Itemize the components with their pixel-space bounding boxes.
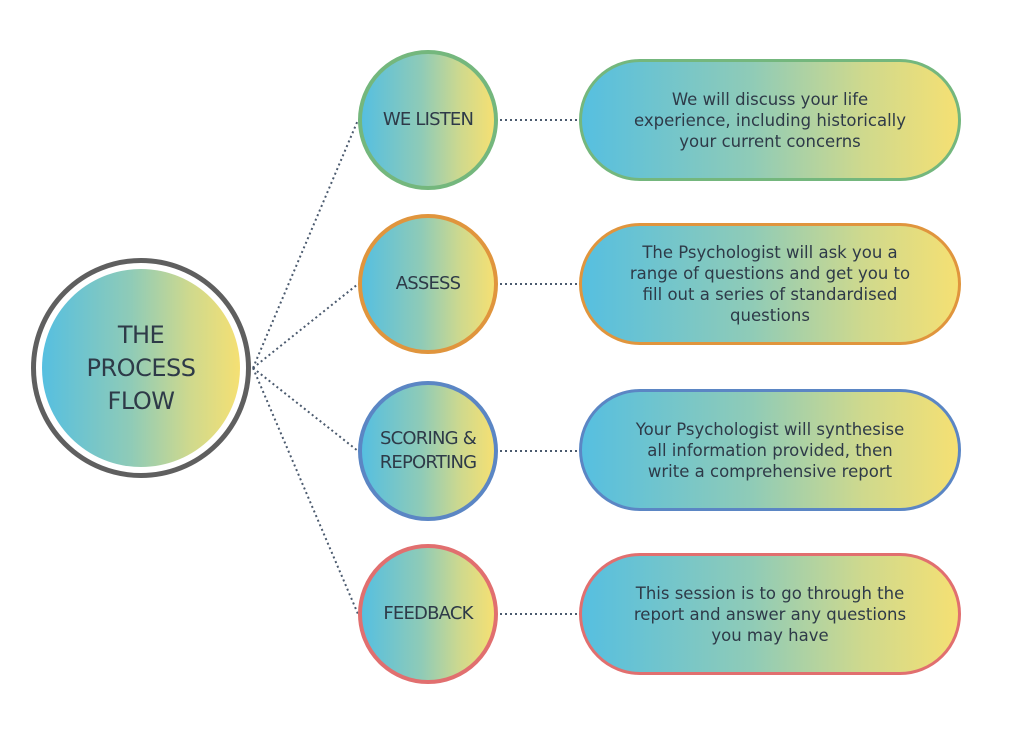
step-description-text-we-listen: We will discuss your life experience, in…: [633, 89, 907, 151]
step-description-scoring-reporting: Your Psychologist will synthesise all in…: [579, 389, 961, 511]
step-description-text-scoring-reporting: Your Psychologist will synthesise all in…: [635, 419, 905, 481]
step-description-text-feedback: This session is to go through the report…: [633, 583, 907, 645]
process-flow-hub: THE PROCESS FLOW: [31, 258, 251, 478]
process-flow-title: THE PROCESS FLOW: [86, 320, 196, 415]
connector-main-to-assess: [252, 283, 359, 369]
connector-main-to-scoring: [252, 367, 359, 452]
step-description-we-listen: We will discuss your life experience, in…: [579, 59, 961, 181]
step-description-feedback: This session is to go through the report…: [579, 553, 961, 675]
step-label-we-listen: WE LISTEN: [382, 109, 474, 130]
step-circle-feedback: FEEDBACK: [358, 544, 498, 684]
step-description-assess: The Psychologist will ask you a range of…: [579, 223, 961, 345]
step-label-feedback: FEEDBACK: [383, 603, 473, 624]
step-description-text-assess: The Psychologist will ask you a range of…: [629, 243, 911, 325]
step-label-scoring-reporting: SCORING & REPORTING: [379, 428, 477, 473]
step-circle-assess: ASSESS: [358, 214, 498, 354]
connector-main-to-feedback: [252, 367, 359, 615]
step-label-assess: ASSESS: [395, 273, 461, 294]
step-circle-scoring-reporting: SCORING & REPORTING: [358, 381, 498, 521]
process-flow-hub-inner: THE PROCESS FLOW: [42, 269, 240, 467]
step-circle-we-listen: WE LISTEN: [358, 50, 498, 190]
connector-main-to-listen: [252, 119, 359, 369]
